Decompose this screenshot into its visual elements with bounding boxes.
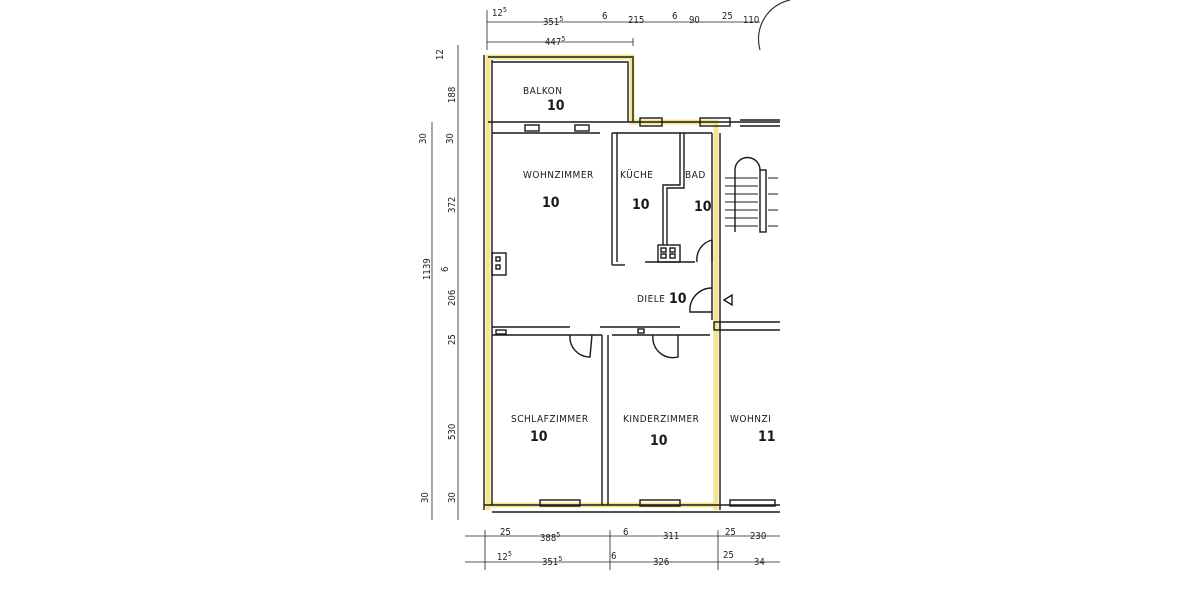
room-number-wohnzimmer: 10 (542, 195, 560, 211)
room-name-bad: BAD (685, 170, 706, 181)
room-number-bad: 10 (694, 199, 712, 215)
dim-bottom-12-5: 125 (497, 550, 512, 564)
dim-left-30: 30 (445, 133, 456, 144)
dim-bottom-6a: 6 (623, 527, 629, 538)
dim-left-530: 530 (447, 423, 458, 440)
dim-left-1139: 1139 (422, 258, 433, 280)
dim-bottom-311: 311 (663, 531, 680, 542)
dim-bottom-34: 34 (754, 557, 765, 568)
dim-top-90: 90 (689, 15, 700, 26)
dim-bottom-25c: 25 (723, 550, 734, 561)
dim-top-6a: 6 (602, 11, 608, 22)
dim-top-351-5: 3515 (543, 15, 564, 29)
dim-bottom-326: 326 (653, 557, 670, 568)
room-name-kinderzimmer: KINDERZIMMER (623, 414, 700, 425)
room-number-wohnzimmer-neighbor: 11 (758, 429, 776, 445)
dim-top-25: 25 (722, 11, 733, 22)
room-name-schlafzimmer: SCHLAFZIMMER (511, 414, 589, 425)
dim-bottom-25b: 25 (725, 527, 736, 538)
dim-left-6: 6 (440, 266, 451, 272)
dim-top-6b: 6 (672, 11, 678, 22)
room-number-diele: 10 (669, 291, 687, 307)
room-name-wohnzimmer-neighbor: WOHNZI (730, 414, 772, 425)
dim-left-12: 12 (435, 49, 446, 60)
dim-bottom-6b: 6 (611, 551, 617, 562)
dim-top-12-5: 125 (492, 6, 507, 20)
dimension-lines (431, 10, 780, 570)
room-number-kueche: 10 (632, 197, 650, 213)
stamp (757, 0, 791, 51)
dim-left-30-bottom: 30 (447, 492, 458, 503)
room-number-schlafzimmer: 10 (530, 429, 548, 445)
room-name-balkon: BALKON (523, 86, 563, 97)
dim-left-206: 206 (447, 289, 458, 306)
dim-top-447-5: 4475 (545, 35, 566, 49)
dim-bottom-230: 230 (750, 531, 767, 542)
dim-left-outer-30: 30 (418, 133, 429, 144)
dim-left-188: 188 (447, 86, 458, 103)
dim-bottom-388-5: 3885 (540, 531, 561, 545)
room-name-wohnzimmer: WOHNZIMMER (523, 170, 594, 181)
walls (483, 55, 780, 513)
room-number-kinderzimmer: 10 (650, 433, 668, 449)
dim-left-outer-30-bottom: 30 (420, 492, 431, 503)
room-name-diele: DIELE (637, 294, 666, 305)
dim-bottom-351-5: 3515 (542, 555, 563, 569)
room-number-balkon: 10 (547, 98, 565, 114)
dim-left-25: 25 (447, 334, 458, 345)
dim-top-110: 110 (743, 15, 760, 26)
dim-left-372: 372 (447, 196, 458, 213)
room-name-kueche: KÜCHE (620, 170, 654, 181)
dim-top-215: 215 (628, 15, 645, 26)
dim-bottom-25: 25 (500, 527, 511, 538)
